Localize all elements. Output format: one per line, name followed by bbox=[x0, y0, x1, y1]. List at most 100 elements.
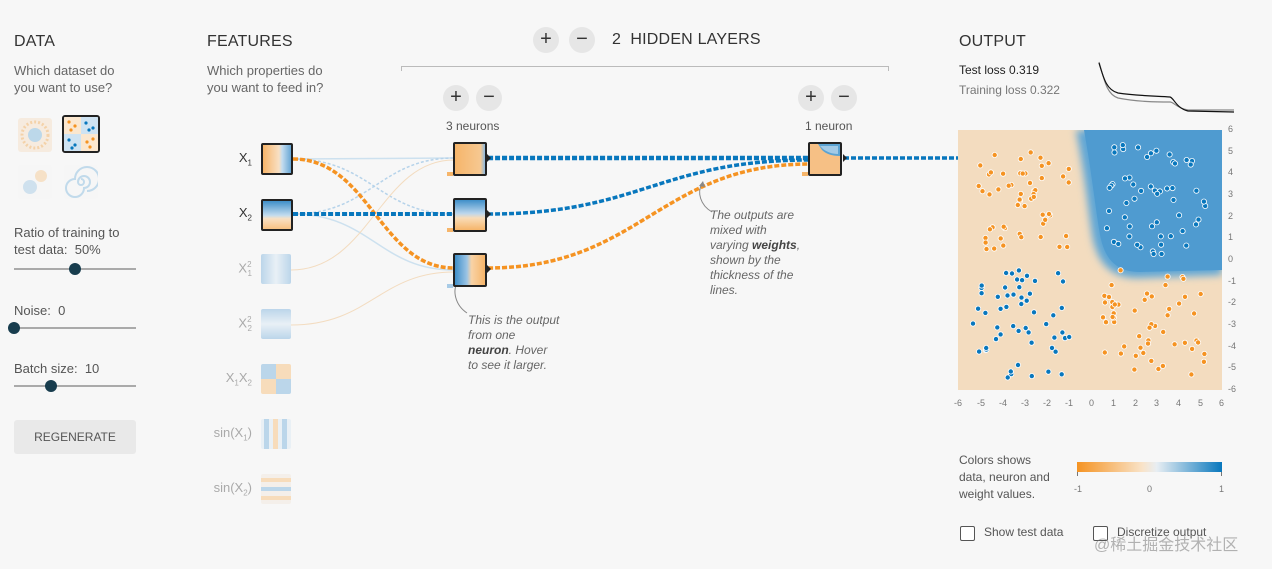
data-point bbox=[1169, 185, 1176, 192]
data-point bbox=[1183, 242, 1190, 249]
feature-x1x2-box[interactable] bbox=[261, 364, 291, 394]
data-point bbox=[1134, 241, 1141, 248]
data-point bbox=[1200, 198, 1207, 205]
dataset-gaussian-thumb[interactable] bbox=[18, 165, 52, 199]
data-point bbox=[1066, 333, 1073, 340]
data-point bbox=[1153, 147, 1160, 154]
feature-x2-squared-box[interactable] bbox=[261, 309, 291, 339]
data-point bbox=[1065, 165, 1072, 172]
data-point bbox=[1167, 233, 1174, 240]
data-point bbox=[1045, 160, 1052, 167]
feature-label-x1x2: X1X2 bbox=[225, 370, 252, 388]
data-point bbox=[987, 169, 994, 176]
data-point bbox=[1046, 211, 1053, 218]
data-point bbox=[1015, 327, 1022, 334]
discretize-output-checkbox[interactable] bbox=[1093, 526, 1108, 541]
show-test-data-checkbox[interactable] bbox=[960, 526, 975, 541]
data-point bbox=[1064, 244, 1071, 251]
data-point bbox=[1032, 277, 1039, 284]
gaussian-dataset-icon bbox=[18, 165, 52, 199]
layer1-add-neuron-button[interactable]: + bbox=[443, 85, 469, 111]
data-point bbox=[1017, 155, 1024, 162]
data-point bbox=[1136, 333, 1143, 340]
feature-sin-x2-box[interactable] bbox=[261, 474, 291, 504]
data-point bbox=[1027, 180, 1034, 187]
data-point bbox=[1193, 187, 1200, 194]
data-point bbox=[1021, 203, 1028, 210]
data-point bbox=[1025, 329, 1032, 336]
data-point bbox=[1058, 371, 1065, 378]
batch-size-slider[interactable] bbox=[14, 385, 136, 387]
neuron-layer1-2[interactable] bbox=[453, 198, 487, 232]
add-layer-button[interactable]: + bbox=[533, 27, 559, 53]
dataset-circle-thumb[interactable] bbox=[18, 118, 52, 152]
feature-x1-box[interactable] bbox=[261, 143, 293, 175]
noise-slider-knob[interactable] bbox=[8, 322, 20, 334]
data-point bbox=[995, 186, 1002, 193]
data-point bbox=[1138, 187, 1145, 194]
data-point bbox=[1018, 234, 1025, 241]
data-point bbox=[1004, 374, 1011, 381]
data-point bbox=[997, 331, 1004, 338]
remove-layer-button[interactable]: − bbox=[569, 27, 595, 53]
data-point bbox=[1180, 275, 1187, 282]
data-title: DATA bbox=[14, 33, 56, 50]
neuron-layer1-3[interactable] bbox=[453, 253, 487, 287]
data-point bbox=[1200, 358, 1207, 365]
feature-sin-x1-box[interactable] bbox=[261, 419, 291, 449]
data-point bbox=[1026, 290, 1033, 297]
noise-label: Noise: 0 bbox=[14, 303, 66, 318]
data-point bbox=[1159, 362, 1166, 369]
data-point bbox=[1027, 149, 1034, 156]
data-point bbox=[1037, 154, 1044, 161]
data-point bbox=[1201, 350, 1208, 357]
color-legend-gradient bbox=[1077, 462, 1222, 472]
dataset-xor-thumb[interactable] bbox=[62, 115, 100, 153]
neuron-layer1-1[interactable] bbox=[453, 142, 487, 176]
feature-label-sin-x1: sin(X1) bbox=[213, 425, 252, 443]
data-point bbox=[1192, 221, 1199, 228]
data-point bbox=[994, 324, 1001, 331]
data-point bbox=[1197, 290, 1204, 297]
ratio-slider-knob[interactable] bbox=[69, 263, 81, 275]
data-point bbox=[1102, 319, 1109, 326]
data-point bbox=[1111, 149, 1118, 156]
data-point bbox=[1154, 190, 1161, 197]
batch-size-slider-knob[interactable] bbox=[44, 380, 57, 392]
noise-slider[interactable] bbox=[14, 327, 136, 329]
data-point bbox=[1015, 267, 1022, 274]
data-point bbox=[1015, 361, 1022, 368]
data-point bbox=[1148, 293, 1155, 300]
data-point bbox=[978, 290, 985, 297]
dataset-spiral-thumb[interactable] bbox=[64, 165, 98, 199]
data-point bbox=[1176, 212, 1183, 219]
feature-x1-squared-box[interactable] bbox=[261, 254, 291, 284]
data-point bbox=[1117, 267, 1124, 274]
data-point bbox=[1063, 233, 1070, 240]
feature-label-x1-squared: X21 bbox=[238, 260, 252, 278]
data-point bbox=[1171, 160, 1178, 167]
data-point bbox=[975, 305, 982, 312]
data-point bbox=[1103, 225, 1110, 232]
layer2-add-neuron-button[interactable]: + bbox=[798, 85, 824, 111]
regenerate-button[interactable]: REGENERATE bbox=[14, 420, 136, 454]
data-point bbox=[1121, 343, 1128, 350]
watermark: @稀土掘金技术社区 bbox=[1094, 537, 1239, 554]
data-point bbox=[991, 245, 998, 252]
data-point bbox=[1038, 175, 1045, 182]
layer2-remove-neuron-button[interactable]: − bbox=[831, 85, 857, 111]
data-point bbox=[1019, 277, 1026, 284]
neuron-layer2-1[interactable] bbox=[808, 142, 842, 176]
feature-x2-box[interactable] bbox=[261, 199, 293, 231]
data-point bbox=[1000, 170, 1007, 177]
layer1-neuron-count: 3 neurons bbox=[446, 119, 500, 133]
data-point bbox=[1038, 162, 1045, 169]
data-point bbox=[1179, 228, 1186, 235]
data-point bbox=[975, 183, 982, 190]
layer1-remove-neuron-button[interactable]: − bbox=[476, 85, 502, 111]
data-point bbox=[1195, 339, 1202, 346]
data-point bbox=[1166, 305, 1173, 312]
data-point bbox=[1135, 144, 1142, 151]
data-point bbox=[1181, 339, 1188, 346]
